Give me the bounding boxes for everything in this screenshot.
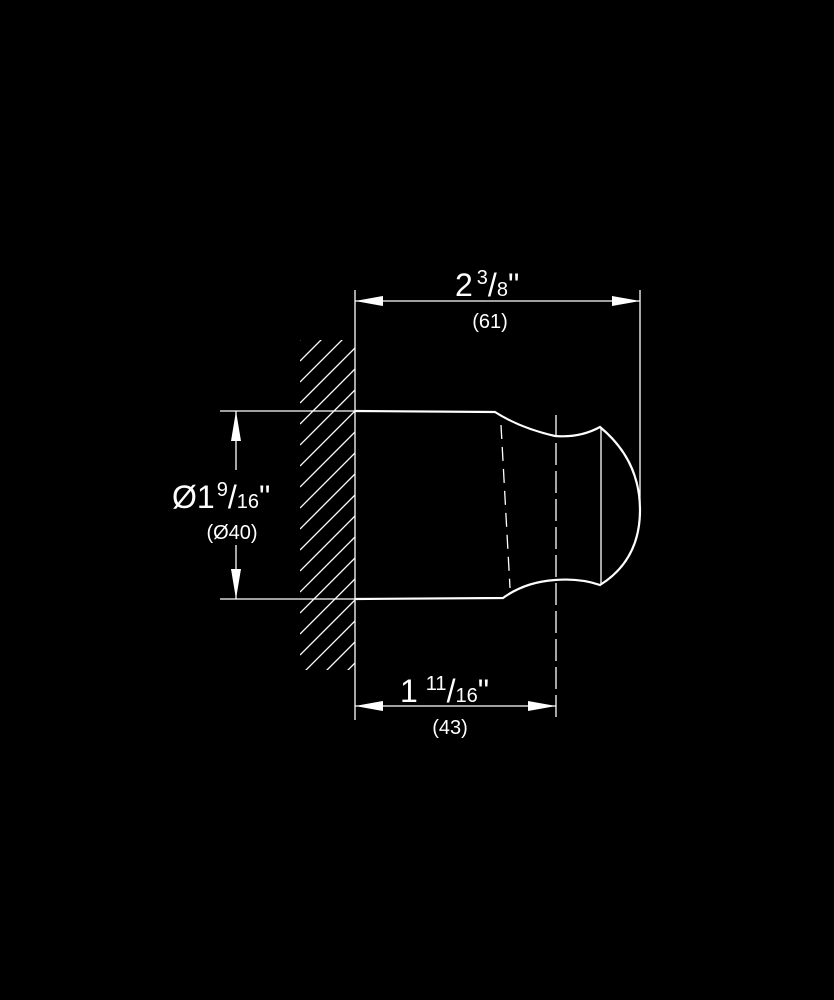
hatch-line [300, 340, 322, 362]
hatch-line [300, 389, 355, 446]
hatch-line [300, 515, 355, 572]
hatch-line [300, 494, 355, 551]
hatch-line [300, 536, 355, 593]
holder-outline [354, 409, 642, 720]
hatch-line [300, 368, 355, 425]
hatch-line [300, 431, 355, 488]
hatch-line [300, 340, 301, 341]
hatch-line [300, 684, 355, 739]
hatch-line [300, 578, 355, 635]
hatch-line [347, 662, 355, 670]
hatch-line [300, 599, 355, 656]
hatch-line [300, 410, 355, 467]
overall-depth-mm: (61) [472, 311, 508, 333]
wall-hatching [300, 340, 355, 739]
hatch-line [300, 473, 355, 530]
body-depth-mm: (43) [432, 717, 468, 739]
hatch-line [300, 557, 355, 614]
hidden-edge-line [500, 424, 511, 589]
hatch-line [300, 340, 343, 383]
hatch-line [305, 620, 355, 670]
hatch-line [300, 452, 355, 509]
hatch-line [300, 347, 355, 404]
diameter-mm: (Ø40) [206, 522, 257, 544]
hatch-line [326, 641, 355, 670]
